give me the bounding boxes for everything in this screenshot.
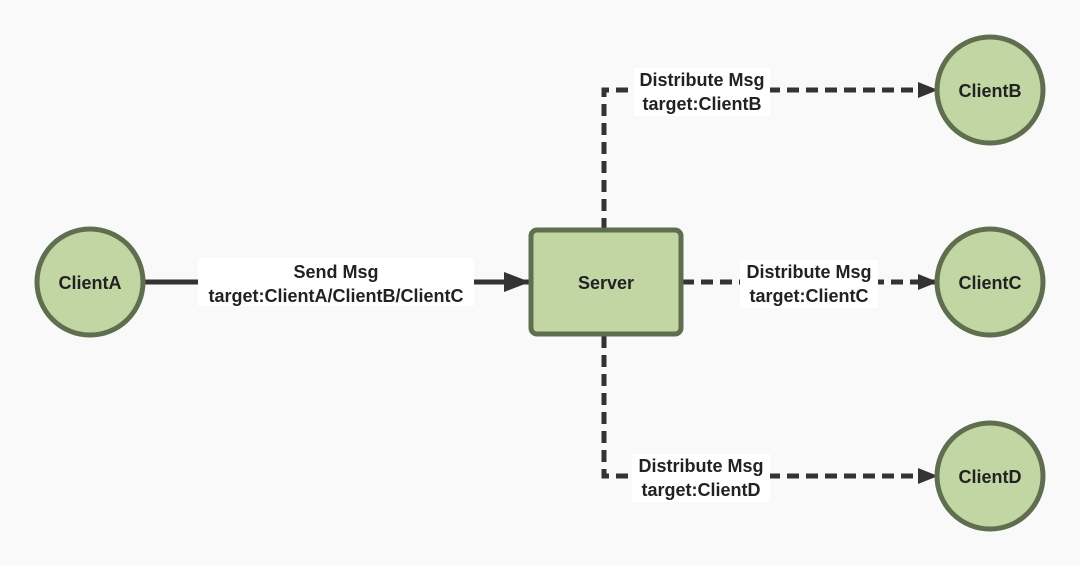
edge-send-label-line2: target:ClientA/ClientB/ClientC (208, 286, 463, 306)
edge-clientb-arrowhead (918, 82, 938, 98)
node-clientd[interactable]: ClientD (934, 420, 1046, 532)
edge-send-label-line1: Send Msg (293, 262, 378, 282)
node-clienta[interactable]: ClientA (34, 226, 146, 338)
node-clientd-label: ClientD (959, 467, 1022, 487)
node-server-label: Server (578, 273, 634, 293)
edge-clientd-label-bg (632, 454, 770, 502)
edge-distribute-clientb: Distribute Msg target:ClientB (601, 68, 938, 230)
edge-clientb-label-bg (634, 68, 770, 116)
edge-distribute-clientc: Distribute Msg target:ClientC (682, 260, 938, 308)
edge-send-msg: Send Msg target:ClientA/ClientB/ClientC (144, 258, 530, 306)
edge-clientb-label-line1: Distribute Msg (639, 70, 764, 90)
node-clientc-circle (934, 226, 1046, 338)
node-server[interactable]: Server (528, 227, 684, 337)
edge-clientd-label-line2: target:ClientD (641, 480, 760, 500)
edge-send-label-bg (198, 258, 474, 306)
edge-clientb-line (601, 87, 936, 230)
node-clientc-label: ClientC (959, 273, 1022, 293)
node-server-box (528, 227, 684, 337)
node-clienta-label: ClientA (59, 273, 122, 293)
node-clientb[interactable]: ClientB (934, 34, 1046, 146)
edge-distribute-clientd: Distribute Msg target:ClientD (601, 336, 938, 502)
edge-clientc-label-line1: Distribute Msg (746, 262, 871, 282)
edge-clientd-arrowhead (918, 468, 938, 484)
edge-clientd-line (601, 336, 936, 479)
node-clientc[interactable]: ClientC (934, 226, 1046, 338)
edge-clientd-label-line1: Distribute Msg (638, 456, 763, 476)
edge-clientc-arrowhead (918, 274, 938, 290)
edge-clientb-label-line2: target:ClientB (642, 94, 761, 114)
edge-clientc-label-line2: target:ClientC (749, 286, 868, 306)
node-clientb-circle (934, 34, 1046, 146)
node-clientd-circle (934, 420, 1046, 532)
node-clienta-circle (34, 226, 146, 338)
node-clientb-label: ClientB (959, 81, 1022, 101)
edge-clientc-label-bg (740, 260, 878, 308)
edge-send-arrowhead (504, 272, 530, 292)
